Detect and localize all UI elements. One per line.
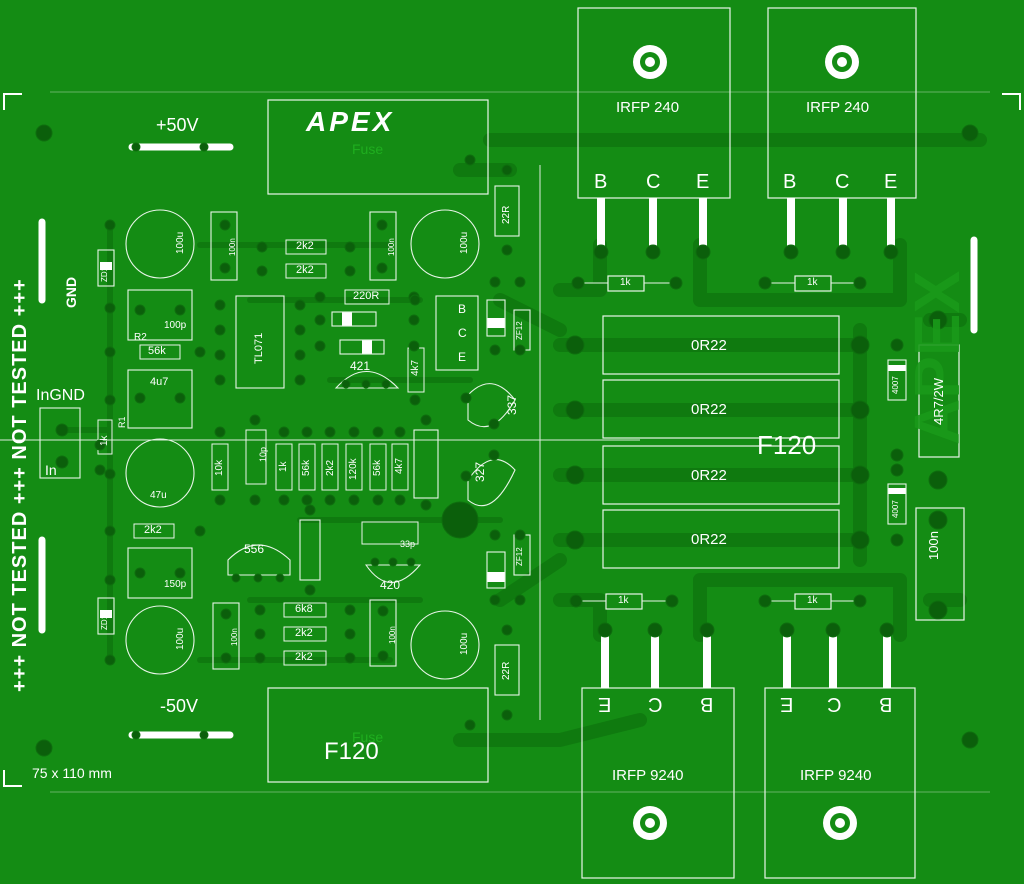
power-resistor-4: 0R22	[691, 531, 727, 548]
center-fuse-value: F120	[757, 430, 817, 460]
power-resistor-3: 0R22	[691, 467, 727, 484]
cap-100n-1: 100n	[228, 238, 237, 256]
cap-100u-4: 100u	[459, 632, 470, 655]
input-ground-label: InGND	[36, 387, 85, 404]
resistor-120k: 120k	[348, 458, 359, 480]
bottom-fuse-value: F120	[324, 738, 379, 765]
gate-resistor-4: 1k	[807, 595, 818, 606]
power-resistor-1: 0R22	[691, 337, 727, 354]
header-pin-e: E	[458, 350, 467, 364]
q-top-1-pin-e: E	[696, 171, 710, 193]
cap-100n-2: 100n	[387, 238, 396, 256]
gnd-label: GND	[63, 276, 79, 308]
cap-150p: 150p	[164, 579, 187, 590]
resistor-r1-ref: R1	[117, 416, 127, 428]
resistor-4k7-b: 4k7	[394, 457, 405, 474]
power-resistor-2: 0R22	[691, 401, 727, 418]
cap-100n-3: 100n	[230, 628, 239, 646]
resistor-22r-bottom: 22R	[501, 661, 512, 680]
zener-neg: ZF12	[515, 547, 524, 566]
resistor-2k2-f: 2k2	[325, 459, 336, 476]
cap-100u-3: 100u	[175, 627, 186, 650]
diode-top-label: 4007	[891, 376, 900, 394]
resistor-2k2-a: 2k2	[296, 240, 314, 252]
board-dimensions: 75 x 110 mm	[32, 765, 112, 781]
cap-100p: 100p	[164, 320, 187, 331]
cap-4u7: 4u7	[150, 376, 169, 388]
q-top-2-pin-c: C	[835, 171, 850, 193]
transistor-556: 556	[244, 542, 265, 556]
resistor-2k2-c: 2k2	[144, 524, 162, 536]
q-bottom-1-part: IRFP 9240	[612, 767, 684, 784]
resistor-220r: 220R	[353, 290, 380, 302]
cap-100n-4: 100n	[388, 626, 397, 644]
resistor-1k-b: 1k	[278, 461, 289, 472]
header-pin-c: C	[458, 326, 467, 340]
resistor-56k-b: 56k	[301, 459, 312, 476]
negative-rail-label: -50V	[160, 696, 199, 716]
q-top-2-pin-e: E	[884, 171, 898, 193]
q-top-1-pin-b: B	[594, 171, 608, 193]
resistor-4k7-a: 4k7	[410, 359, 421, 376]
resistor-2k2-b: 2k2	[296, 264, 314, 276]
resistor-22r-top: 22R	[501, 205, 512, 224]
resistor-1k-a: 1k	[99, 435, 110, 446]
input-label: In	[45, 462, 57, 478]
transistor-337: 337	[505, 394, 519, 415]
q-bottom-2-pin-e: E	[780, 693, 794, 715]
resistor-2k2-e: 2k2	[295, 651, 313, 663]
resistor-56k-c: 56k	[372, 459, 383, 476]
zener-pos: ZF12	[515, 321, 524, 340]
cap-47u: 47u	[150, 490, 167, 501]
top-fuse-label: Fuse	[352, 141, 384, 157]
zd15-bottom-label: ZD15	[100, 610, 109, 630]
transistor-420: 420	[380, 578, 401, 592]
diode-bottom-label: 4007	[891, 500, 900, 518]
positive-rail-label: +50V	[156, 115, 199, 135]
q-bottom-1-pin-c: C	[648, 693, 663, 715]
resistor-10k: 10k	[214, 459, 225, 476]
q-top-1-pin-c: C	[646, 171, 661, 193]
mounting-hole-icons	[633, 45, 859, 840]
transistor-327: 327	[473, 461, 487, 482]
not-tested-notice: +++ NOT TESTED +++ NOT TESTED +++	[9, 278, 31, 692]
header-pin-b: B	[458, 302, 467, 316]
gate-resistor-3: 1k	[618, 595, 629, 606]
zd15-top-label: ZD15	[100, 262, 109, 282]
resistor-r2-ref: R2	[134, 332, 147, 343]
q-bottom-1-pin-b: B	[700, 693, 714, 715]
resistor-56k-a: 56k	[148, 345, 166, 357]
q-bottom-1-pin-e: E	[598, 693, 612, 715]
cap-33p: 33p	[400, 539, 416, 549]
cap-100u-2: 100u	[459, 231, 470, 254]
q-bottom-2-pin-b: B	[879, 693, 893, 715]
solder-pads	[55, 142, 526, 740]
zobel-resistor-label: 4R7/2W	[931, 378, 946, 425]
bottom-fuse-label: Fuse	[352, 729, 384, 745]
q-bottom-2-part: IRFP 9240	[800, 767, 872, 784]
q-top-1-part: IRFP 240	[616, 99, 680, 116]
zobel-cap-label: 100n	[926, 531, 941, 560]
transistor-421: 421	[350, 359, 371, 373]
ic-tl071: TL071	[253, 332, 265, 364]
cap-100u-1: 100u	[175, 231, 186, 254]
q-bottom-2-pin-c: C	[827, 693, 842, 715]
q-top-2-pin-b: B	[783, 171, 797, 193]
gate-resistor-2: 1k	[807, 277, 818, 288]
gate-resistor-1: 1k	[620, 277, 631, 288]
cap-10p: 10p	[258, 446, 268, 462]
q-top-2-part: IRFP 240	[806, 99, 870, 116]
resistor-2k2-d: 2k2	[295, 627, 313, 639]
brand-logo: APEX	[306, 106, 395, 137]
resistor-6k8: 6k8	[295, 603, 313, 615]
